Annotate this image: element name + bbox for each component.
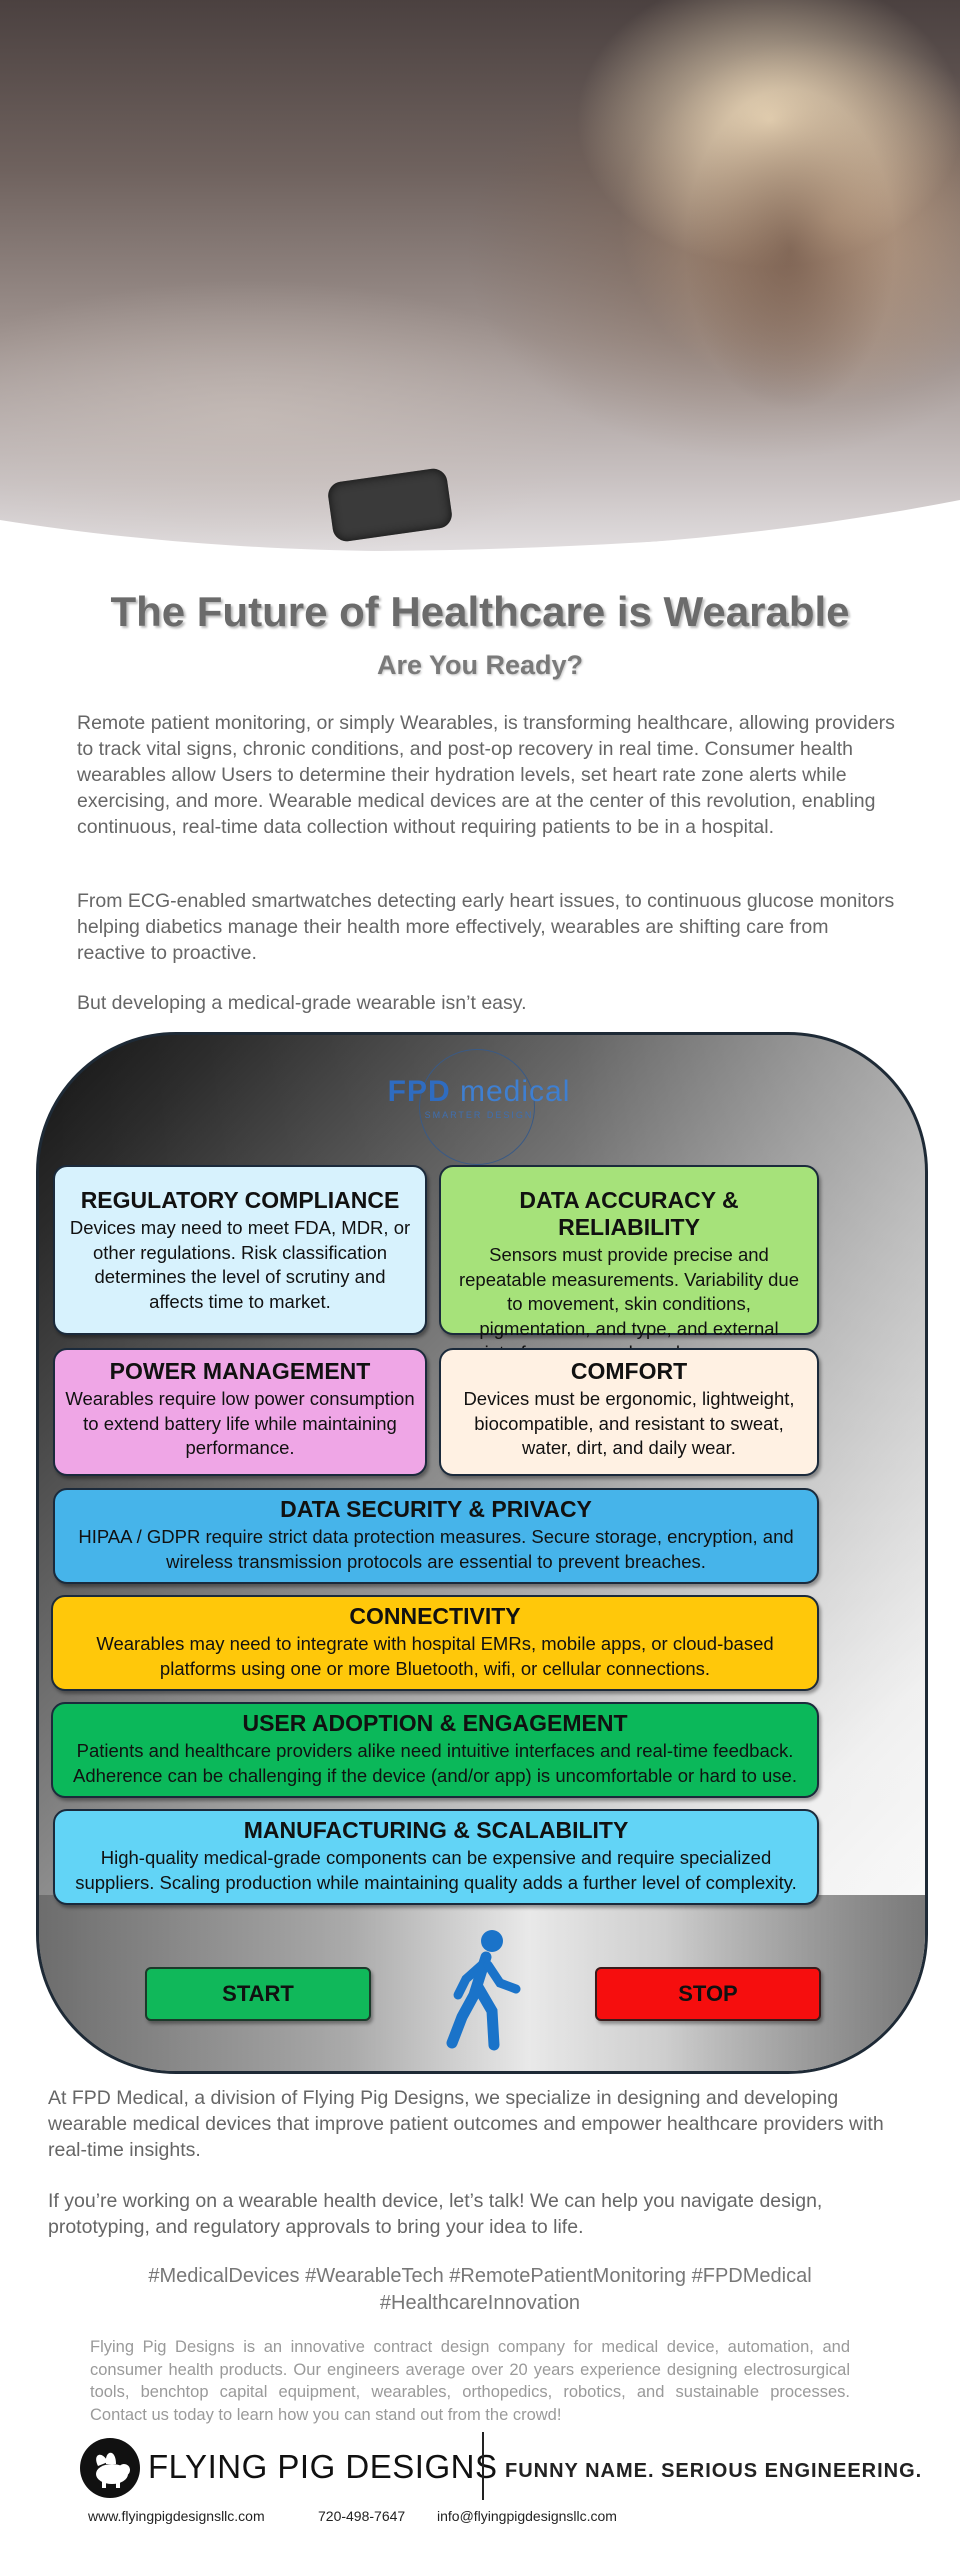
card-manufacturing: MANUFACTURING & SCALABILITY High-quality… <box>53 1809 819 1905</box>
logo-light: medical <box>459 1075 571 1108</box>
fpd-medical-logo-ring <box>419 1049 535 1165</box>
intro-paragraph-3: But developing a medical-grade wearable … <box>77 992 527 1014</box>
card-text: Devices may need to meet FDA, MDR, or ot… <box>69 1217 411 1312</box>
website-link[interactable]: www.flyingpigdesignsllc.com <box>88 2508 265 2524</box>
walking-person-icon <box>446 1930 521 2051</box>
card-title: DATA SECURITY & PRIVACY <box>280 1496 592 1522</box>
fpd-medical-logo: FPD medical <box>379 1075 579 1109</box>
intro-paragraph-2: From ECG-enabled smartwatches detecting … <box>77 890 895 964</box>
company-slogan: FUNNY NAME. SERIOUS ENGINEERING. <box>505 2460 923 2482</box>
card-text: Wearables may need to integrate with hos… <box>96 1633 774 1679</box>
logo-bold: FPD <box>387 1075 451 1108</box>
card-user-adoption: USER ADOPTION & ENGAGEMENT Patients and … <box>51 1702 819 1798</box>
card-comfort: COMFORT Devices must be ergonomic, light… <box>439 1348 819 1476</box>
card-title: CONNECTIVITY <box>349 1603 521 1629</box>
logo-tagline: SMARTER DESIGN <box>424 1110 534 1120</box>
hero-person <box>640 20 940 540</box>
card-text: Devices must be ergonomic, lightweight, … <box>463 1388 795 1458</box>
card-regulatory-compliance: REGULATORY COMPLIANCE Devices may need t… <box>53 1165 427 1335</box>
phone-number[interactable]: 720-498-7647 <box>318 2508 406 2524</box>
email-link[interactable]: info@flyingpigdesignsllc.com <box>437 2508 617 2524</box>
card-title: COMFORT <box>570 1358 688 1384</box>
card-power-management: POWER MANAGEMENT Wearables require low p… <box>53 1348 427 1476</box>
wearable-device-panel: FPD medical SMARTER DESIGN REGULATORY CO… <box>36 1032 928 2074</box>
card-title: MANUFACTURING & SCALABILITY <box>243 1817 629 1843</box>
footer-divider <box>482 2432 484 2500</box>
card-data-accuracy: DATA ACCURACY & RELIABILITY Sensors must… <box>439 1165 819 1363</box>
start-button[interactable]: START <box>145 1967 371 2021</box>
card-connectivity: CONNECTIVITY Wearables may need to integ… <box>51 1595 819 1691</box>
intro-paragraph-1: Remote patient monitoring, or simply Wea… <box>77 712 895 838</box>
hashtags: #MedicalDevices #WearableTech #RemotePat… <box>148 2265 812 2314</box>
card-title: DATA ACCURACY & RELIABILITY <box>519 1187 739 1240</box>
card-data-security: DATA SECURITY & PRIVACY HIPAA / GDPR req… <box>53 1488 819 1584</box>
card-text: Wearables require low power consumption … <box>65 1388 415 1458</box>
stop-button[interactable]: STOP <box>595 1967 821 2021</box>
flying-pig-icon <box>80 2438 140 2498</box>
outro-paragraph-2: If you’re working on a wearable health d… <box>48 2190 823 2238</box>
about-company: Flying Pig Designs is an innovative cont… <box>90 2338 850 2424</box>
card-text: High-quality medical-grade components ca… <box>75 1847 797 1893</box>
card-title: USER ADOPTION & ENGAGEMENT <box>242 1710 628 1736</box>
card-text: Patients and healthcare providers alike … <box>72 1740 797 1786</box>
hero-photo <box>0 0 960 565</box>
company-name: FLYING PIG DESIGNS <box>148 2448 498 2485</box>
card-title: REGULATORY COMPLIANCE <box>80 1187 400 1213</box>
card-title: POWER MANAGEMENT <box>109 1358 371 1384</box>
page-subtitle: Are You Ready? <box>376 650 584 680</box>
hero-wave-divider <box>0 500 960 565</box>
card-text: HIPAA / GDPR require strict data protect… <box>78 1526 794 1572</box>
outro-paragraph-1: At FPD Medical, a division of Flying Pig… <box>48 2087 884 2161</box>
page-title: The Future of Healthcare is Wearable <box>110 588 850 635</box>
